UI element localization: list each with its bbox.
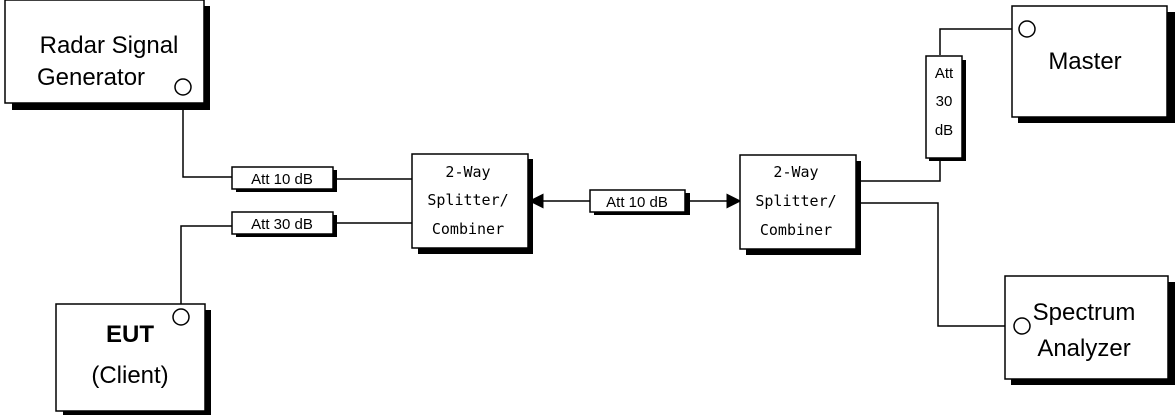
radar-generator-port-icon <box>174 78 192 96</box>
splitter-left-label-line2: Splitter/ <box>427 191 508 209</box>
connection-lines <box>180 28 1019 327</box>
attenuator-radar-path: Att 10 dB <box>231 166 337 192</box>
eut-port-icon <box>172 308 190 326</box>
splitter-right-label-line2: Splitter/ <box>755 192 836 210</box>
spectrum-analyzer-port-icon <box>1013 317 1031 335</box>
att-master-label-line3: dB <box>935 122 953 139</box>
attenuator-master-path: Att 30 dB <box>925 55 966 161</box>
eut-label: EUT <box>106 321 154 348</box>
attenuator-eut-path: Att 30 dB <box>231 211 337 237</box>
eut-to-att-line <box>180 225 232 309</box>
attenuator-middle-path: Att 10 dB <box>589 189 690 215</box>
spectrum-analyzer-label-line1: Spectrum <box>1033 299 1136 326</box>
master-port-icon <box>1018 20 1036 38</box>
splitter-right-label-line3: Combiner <box>760 221 832 239</box>
eut-client-label: (Client) <box>91 362 168 389</box>
eut-client: EUT (Client) <box>55 303 211 415</box>
att-master-label-line2: 30 <box>936 93 953 110</box>
splitter-left-label-line1: 2-Way <box>445 163 490 181</box>
splitter-left-label-line3: Combiner <box>432 220 504 238</box>
radar-signal-generator: Radar Signal Generator <box>4 0 210 110</box>
splitter-combiner-left: 2-Way Splitter/ Combiner <box>411 153 533 254</box>
spectrum-analyzer-label-line2: Analyzer <box>1037 335 1130 362</box>
att-radar-label: Att 10 dB <box>251 171 313 188</box>
radar-generator-label-line1: Radar Signal <box>40 32 179 59</box>
splitter-to-att-master-line <box>860 160 941 182</box>
att-master-label-line1: Att <box>935 65 954 82</box>
att-eut-label: Att 30 dB <box>251 216 313 233</box>
master-label: Master <box>1048 48 1121 75</box>
spectrum-analyzer: Spectrum Analyzer <box>1004 275 1175 385</box>
radar-generator-label-line2: Generator <box>37 64 145 91</box>
att-middle-label: Att 10 dB <box>606 194 668 211</box>
radar-to-att-line <box>182 95 232 178</box>
splitter-combiner-right: 2-Way Splitter/ Combiner <box>739 154 861 255</box>
master: Master <box>1011 5 1175 123</box>
att-master-to-master-line <box>939 28 1019 55</box>
splitter-right-label-line1: 2-Way <box>773 163 818 181</box>
splitter-to-analyzer-line <box>860 202 1014 327</box>
